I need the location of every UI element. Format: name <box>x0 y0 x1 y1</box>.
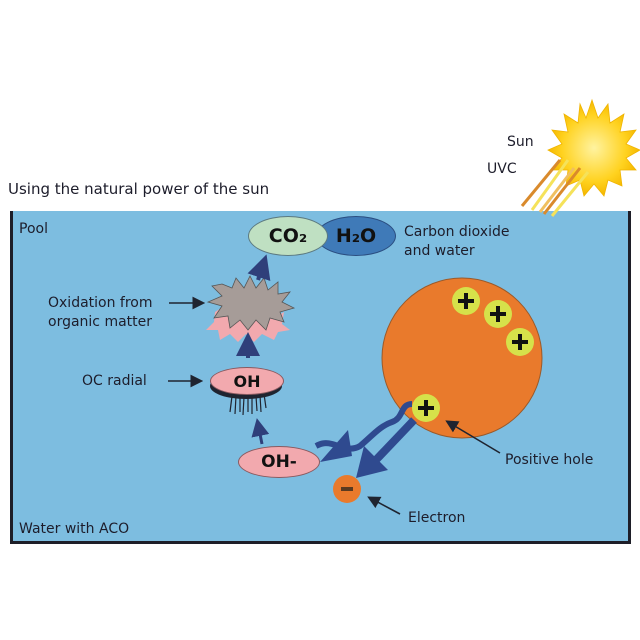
uvc-label: UVC <box>487 161 517 177</box>
electron-arrow-head <box>356 446 388 478</box>
wavy-arrow-head <box>320 430 352 462</box>
oh-radical: OH <box>210 367 284 395</box>
products-label-line1: Carbon dioxide <box>404 224 510 240</box>
ohminus-to-oh-arrow <box>251 418 270 445</box>
electron-icon <box>333 475 361 503</box>
pool-label: Pool <box>19 221 48 237</box>
products-label-line2: and water <box>404 243 475 259</box>
organic-matter-icon <box>206 275 296 342</box>
electron-pointer-arrow <box>367 496 401 515</box>
oxidation-label-line1: Oxidation from <box>48 295 153 311</box>
electron-transfer-arrow <box>371 417 417 465</box>
oc-radial-label: OC radial <box>82 373 147 389</box>
uvc-rays-icon <box>520 159 590 217</box>
diagram-title: Using the natural power of the sun <box>8 180 270 198</box>
co2-molecule: CO₂ <box>248 216 328 256</box>
electron-label: Electron <box>408 510 466 526</box>
positive-hole-pointer-arrow <box>445 420 501 454</box>
organic-to-co2-arrow <box>247 254 271 281</box>
oh-minus-ion: OH- <box>238 446 320 478</box>
positive-hole-label: Positive hole <box>505 452 594 468</box>
water-with-aco-label: Water with ACO <box>19 521 130 537</box>
sun-label: Sun <box>507 134 534 150</box>
h2o-molecule: H₂O <box>316 216 396 256</box>
positive-hole-icon <box>412 287 534 422</box>
oxidation-label-line2: organic matter <box>48 314 153 330</box>
wavy-transfer-arrow <box>314 401 413 452</box>
